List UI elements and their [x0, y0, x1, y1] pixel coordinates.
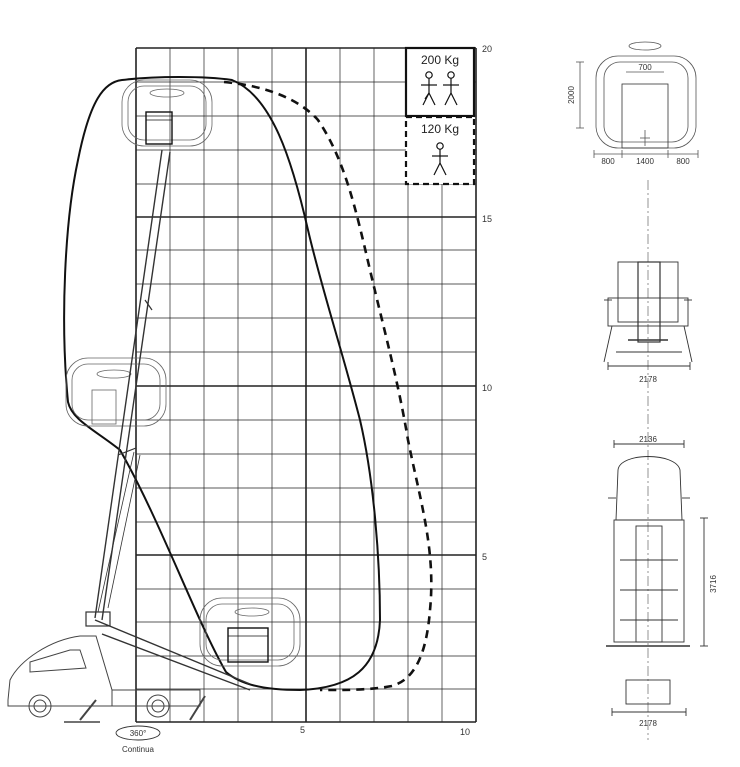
top-view [606, 440, 708, 716]
basket-center-dim: 1400 [636, 157, 654, 166]
x-label-10: 10 [460, 727, 470, 737]
envelope-200kg [63, 76, 382, 692]
length-dim: 3716 [709, 575, 718, 593]
y-axis-labels: 5 10 15 20 [482, 44, 492, 562]
rear-view [603, 261, 693, 370]
basket-top-width-dim: 700 [638, 63, 652, 72]
rotation-indicator: 360° Continua [115, 725, 161, 754]
envelope-120kg [223, 80, 433, 692]
y-label-10: 10 [482, 383, 492, 393]
rear-width-dim: 2178 [639, 375, 657, 384]
basket-right-dim: 800 [676, 157, 690, 166]
two-persons-icon [421, 71, 459, 106]
basket-left-dim: 800 [601, 157, 615, 166]
rotation-note: Continua [122, 745, 155, 754]
y-label-20: 20 [482, 44, 492, 54]
x-label-5: 5 [300, 725, 305, 735]
load-box-120kg: 120 Kg [404, 115, 476, 186]
one-person-icon [432, 142, 448, 176]
rotation-arrow-icon [115, 725, 161, 741]
basket-middle [65, 357, 167, 427]
y-label-5: 5 [482, 552, 487, 562]
rotation-degrees: 360° [130, 729, 147, 738]
load-label-120: 120 Kg [421, 122, 459, 136]
basket-bottom [199, 597, 301, 667]
cab-width-dim: 2136 [639, 435, 657, 444]
basket-top-view [576, 41, 699, 158]
load-label-200: 200 Kg [421, 53, 459, 67]
top-width-dim: 2178 [639, 719, 657, 728]
load-box-200kg: 200 Kg [404, 46, 476, 118]
basket-top [121, 79, 213, 147]
boom-arm [85, 149, 251, 691]
truck [7, 635, 206, 723]
basket-height-dim: 2000 [567, 86, 576, 104]
y-label-15: 15 [482, 214, 492, 224]
x-axis-labels: 5 10 [300, 725, 470, 737]
